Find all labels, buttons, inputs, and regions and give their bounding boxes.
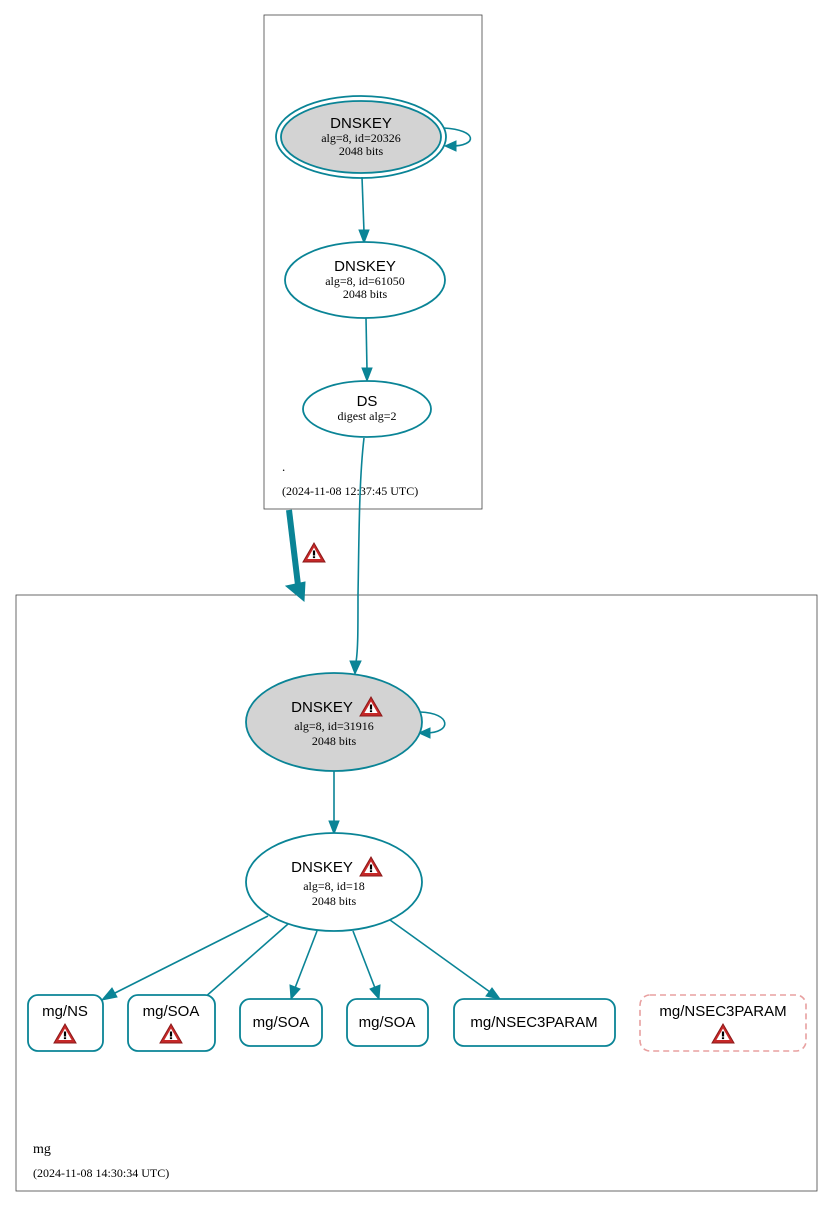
record-nsec3param[interactable]: mg/NSEC3PARAM bbox=[453, 998, 616, 1047]
record-soa-3[interactable]: mg/SOA bbox=[346, 998, 429, 1047]
root-zone-box bbox=[263, 14, 483, 510]
arrowhead bbox=[289, 984, 301, 1001]
arrowhead bbox=[361, 367, 373, 383]
edge-zsk-soa1 bbox=[194, 923, 289, 1007]
edges bbox=[100, 127, 502, 1016]
mg-ksk-title: DNSKEY bbox=[291, 699, 353, 716]
edge-zsk-soa3 bbox=[352, 930, 376, 989]
root-zsk-bits: 2048 bits bbox=[343, 287, 388, 301]
edge-zsk-nsec3param bbox=[389, 919, 491, 993]
root-zone-timestamp: (2024-11-08 12:37:45 UTC) bbox=[282, 484, 418, 498]
record-soa-2[interactable]: mg/SOA bbox=[239, 998, 323, 1047]
arrowhead bbox=[417, 727, 431, 739]
arrowhead bbox=[485, 987, 502, 1000]
record-label: mg/SOA bbox=[143, 1003, 200, 1020]
edge-root-zsk-ds bbox=[365, 317, 368, 371]
record-soa-1[interactable]: mg/SOA bbox=[127, 994, 216, 1052]
root-zsk-node[interactable]: DNSKEY alg=8, id=61050 2048 bits bbox=[284, 241, 446, 319]
arrowhead bbox=[369, 984, 381, 1001]
mg-zone-cluster: mg (2024-11-08 14:30:34 UTC) bbox=[15, 594, 818, 1192]
mg-ksk-bits: 2048 bits bbox=[312, 734, 357, 748]
mg-ksk-node[interactable]: DNSKEY alg=8, id=31916 2048 bits bbox=[245, 672, 423, 772]
edge-zsk-soa2 bbox=[294, 930, 318, 989]
root-ksk-title: DNSKEY bbox=[330, 115, 392, 132]
arrowhead bbox=[443, 140, 457, 152]
record-nsec3param-error[interactable]: mg/NSEC3PARAM bbox=[639, 994, 807, 1052]
root-ksk-node[interactable]: DNSKEY alg=8, id=20326 2048 bits bbox=[275, 95, 447, 179]
mg-zsk-title: DNSKEY bbox=[291, 859, 353, 876]
root-zsk-title: DNSKEY bbox=[334, 258, 396, 275]
edge-zsk-ns bbox=[112, 915, 269, 995]
root-ksk-bits: 2048 bits bbox=[339, 144, 384, 158]
edge-root-ksk-self bbox=[443, 127, 472, 147]
root-ds-title: DS bbox=[357, 393, 378, 410]
mg-zsk-algid: alg=8, id=18 bbox=[303, 879, 365, 893]
record-ns[interactable]: mg/NS bbox=[27, 994, 104, 1052]
arrowhead bbox=[349, 660, 362, 676]
arrowhead bbox=[328, 820, 340, 836]
mg-zsk-bits: 2048 bits bbox=[312, 894, 357, 908]
mg-ksk-algid: alg=8, id=31916 bbox=[294, 719, 374, 733]
edge-mg-ksk-self bbox=[419, 711, 446, 734]
root-ksk-algid: alg=8, id=20326 bbox=[321, 131, 401, 145]
root-ds-digest: digest alg=2 bbox=[337, 409, 396, 423]
record-label: mg/NSEC3PARAM bbox=[659, 1003, 786, 1020]
arrowhead bbox=[284, 581, 306, 603]
edge-delegation bbox=[286, 509, 301, 586]
root-zone-cluster: . (2024-11-08 12:37:45 UTC) bbox=[263, 14, 483, 510]
mg-zone-timestamp: (2024-11-08 14:30:34 UTC) bbox=[33, 1166, 169, 1180]
mg-zone-name: mg bbox=[33, 1142, 51, 1157]
root-zsk-algid: alg=8, id=61050 bbox=[325, 274, 405, 288]
arrowhead bbox=[358, 229, 370, 245]
record-label: mg/SOA bbox=[359, 1014, 416, 1031]
root-zone-name: . bbox=[282, 459, 285, 474]
record-label: mg/SOA bbox=[253, 1014, 310, 1031]
record-label: mg/NS bbox=[42, 1003, 88, 1020]
edge-root-ksk-zsk bbox=[361, 176, 365, 233]
arrowhead bbox=[100, 987, 118, 1001]
root-ds-node[interactable]: DS digest alg=2 bbox=[302, 380, 432, 438]
record-label: mg/NSEC3PARAM bbox=[470, 1014, 597, 1031]
edge-ds-mg-ksk bbox=[355, 437, 365, 663]
mg-zsk-node[interactable]: DNSKEY alg=8, id=18 2048 bits bbox=[245, 832, 423, 932]
mg-zone-box bbox=[15, 594, 818, 1192]
warning-icon[interactable] bbox=[302, 542, 326, 563]
